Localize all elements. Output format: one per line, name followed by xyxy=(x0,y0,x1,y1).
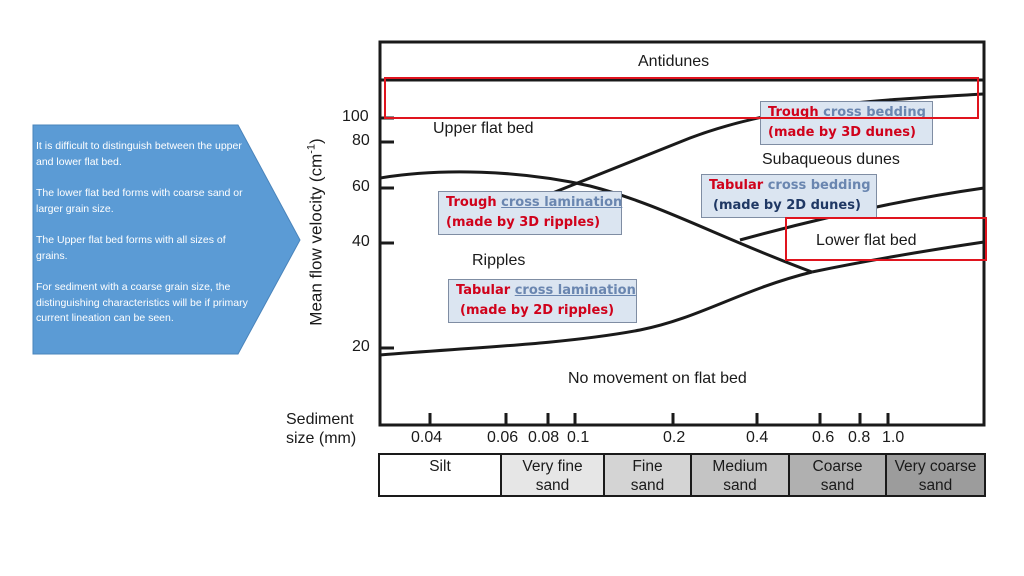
grain-class-very-coarse-sand: Very coarse sand xyxy=(887,455,984,495)
grain-class-very-fine-line2: sand xyxy=(535,477,570,494)
y-tick-60: 60 xyxy=(352,178,370,195)
grain-class-silt: Silt xyxy=(380,455,502,495)
diagram-frame xyxy=(378,40,986,427)
grain-class-fine-line1: Fine xyxy=(632,458,663,475)
trough-bedding-note: (made by 3D dunes) xyxy=(768,125,916,140)
tabular-lamination-word: Tabular xyxy=(456,283,511,298)
grain-class-coarse-line2: sand xyxy=(820,477,855,494)
y-axis-ticks xyxy=(380,116,394,350)
x-tick-0.1: 0.1 xyxy=(567,429,590,446)
annotation-trough-cross-bedding: Trough cross bedding (made by 3D dunes) xyxy=(760,101,933,145)
callout-arrow-shape xyxy=(32,124,301,355)
tabular-bedding-word: Tabular xyxy=(709,178,764,193)
region-no-movement: No movement on flat bed xyxy=(568,370,747,387)
tabular-bedding-term: cross bedding xyxy=(767,178,871,193)
region-ripples: Ripples xyxy=(472,252,526,269)
x-axis-label-line1: Sediment xyxy=(286,411,354,428)
grain-class-very-fine-line1: Very fine xyxy=(522,458,583,475)
x-tick-0.04: 0.04 xyxy=(411,429,443,446)
x-tick-0.4: 0.4 xyxy=(746,429,769,446)
y-axis-label-text: Mean flow velocity (cm xyxy=(306,153,326,326)
trough-bedding-term: cross bedding xyxy=(823,105,926,120)
trough-lamination-term: cross lamination xyxy=(501,195,623,210)
lower-flat-bed-boundary xyxy=(811,240,985,274)
region-antidunes: Antidunes xyxy=(638,53,710,70)
annotation-trough-cross-lamination: Trough cross lamination (made by 3D ripp… xyxy=(438,191,622,235)
grain-class-fine-line2: sand xyxy=(630,477,665,494)
y-tick-100: 100 xyxy=(342,108,369,125)
y-axis-label-sup: -1 xyxy=(305,143,318,154)
tabular-bedding-note: (made by 2D dunes) xyxy=(713,198,861,213)
region-subaqueous-dunes: Subaqueous dunes xyxy=(762,151,900,168)
grain-class-very-coarse-line2: sand xyxy=(918,477,953,494)
grain-class-strip xyxy=(378,453,986,497)
x-axis-ticks xyxy=(428,413,890,425)
tabular-lamination-note: (made by 2D ripples) xyxy=(460,303,615,318)
y-axis-label-close: ) xyxy=(306,138,326,144)
callout-paragraph-1: It is difficult to distinguish between t… xyxy=(36,140,242,168)
grain-class-fine-sand: Fine sand xyxy=(605,455,692,495)
y-tick-40: 40 xyxy=(352,233,370,250)
grain-class-very-fine-sand: Very fine sand xyxy=(502,455,605,495)
grain-class-coarse-sand: Coarse sand xyxy=(790,455,887,495)
grain-class-medium-line1: Medium xyxy=(712,458,768,475)
grain-class-coarse-line1: Coarse xyxy=(812,458,863,475)
callout-text: It is difficult to distinguish between t… xyxy=(36,139,258,343)
y-tick-80: 80 xyxy=(352,132,370,149)
grain-class-medium-line2: sand xyxy=(723,477,757,494)
annotation-tabular-cross-lamination: Tabular cross lamination (made by 2D rip… xyxy=(448,279,637,323)
x-tick-0.2: 0.2 xyxy=(663,429,686,446)
tabular-lamination-term: cross lamination xyxy=(514,283,636,298)
trough-lamination-note: (made by 3D ripples) xyxy=(446,215,601,230)
grain-class-medium-sand: Medium sand xyxy=(692,455,790,495)
x-tick-0.6: 0.6 xyxy=(812,429,835,446)
x-tick-1.0: 1.0 xyxy=(882,429,905,446)
region-upper-flat-bed: Upper flat bed xyxy=(433,120,534,137)
x-axis-label: Sediment size (mm) xyxy=(286,410,356,448)
x-tick-0.08: 0.08 xyxy=(528,429,560,446)
region-lower-flat-bed: Lower flat bed xyxy=(816,232,917,249)
grain-class-silt-line1: Silt xyxy=(429,458,451,475)
callout-paragraph-3: The Upper flat bed forms with all sizes … xyxy=(36,234,226,262)
y-axis-label: Mean flow velocity (cm-1) xyxy=(306,138,327,325)
y-tick-20: 20 xyxy=(352,338,370,355)
annotation-tabular-cross-bedding: Tabular cross bedding (made by 2D dunes) xyxy=(701,174,877,218)
x-tick-0.8: 0.8 xyxy=(848,429,871,446)
callout-paragraph-2: The lower flat bed forms with coarse san… xyxy=(36,187,243,215)
trough-lamination-word: Trough xyxy=(446,195,497,210)
highlight-lower-flat-bed xyxy=(785,217,987,261)
callout-paragraph-4: For sediment with a coarse grain size, t… xyxy=(36,281,248,324)
trough-bedding-word: Trough xyxy=(768,105,819,120)
x-tick-0.06: 0.06 xyxy=(487,429,519,446)
no-movement-boundary xyxy=(379,270,813,357)
highlight-upper-flat-bed xyxy=(384,77,979,119)
ripples-upper-boundary xyxy=(379,170,813,274)
grain-class-very-coarse-line1: Very coarse xyxy=(894,458,977,475)
x-axis-label-line2: size (mm) xyxy=(286,430,357,447)
